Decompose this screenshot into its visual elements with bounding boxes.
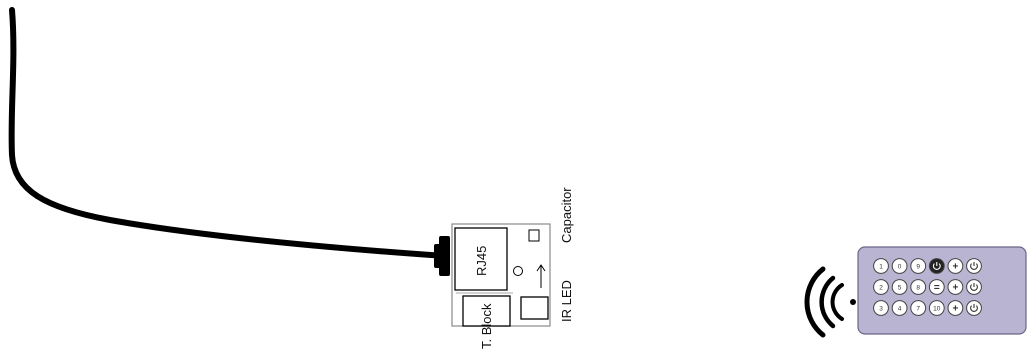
rj45-plug (434, 236, 450, 276)
remote-button-label: 10 (933, 305, 941, 312)
power-button-icon[interactable] (966, 300, 982, 316)
remote-button-label: 0 (898, 263, 902, 270)
number-button-icon[interactable]: 9 (910, 258, 927, 274)
capacitor-label: Capacitor (559, 187, 574, 243)
power-button-dark-icon[interactable] (928, 258, 945, 274)
plus-button-icon[interactable]: + (947, 300, 964, 316)
number-button-icon[interactable]: 7 (910, 300, 927, 316)
number-button-icon[interactable]: 4 (891, 300, 908, 316)
ir-led-component (520, 296, 549, 320)
remote-button-label: 3 (879, 305, 883, 312)
number-button-icon[interactable]: 10 (928, 300, 945, 316)
number-button-icon[interactable]: 5 (891, 279, 908, 295)
rj45-label: RJ45 (474, 246, 489, 276)
terminal-block (462, 295, 511, 327)
remote-button-label: 2 (879, 284, 883, 291)
number-button-icon[interactable]: 2 (873, 279, 889, 295)
remote-button-label: + (952, 282, 958, 293)
number-button-icon[interactable]: 0 (891, 258, 908, 274)
remote-button-label: 5 (898, 284, 902, 291)
direction-arrow-icon (536, 264, 546, 288)
number-button-icon[interactable]: 1 (873, 258, 889, 274)
ir-led-label: IR LED (559, 280, 574, 322)
number-button-icon[interactable]: 3 (873, 300, 889, 316)
rj45-jack (454, 227, 508, 291)
remote-button-label: 9 (916, 263, 920, 270)
remote-button-label: 4 (898, 305, 902, 312)
equals-button-icon[interactable]: = (928, 279, 945, 295)
remote-button-label: + (952, 261, 958, 272)
capacitor-component (528, 229, 540, 242)
plus-button-icon[interactable]: + (947, 279, 964, 295)
ir-signal-waves-icon (804, 266, 856, 338)
remote-button-label: 7 (916, 305, 920, 312)
power-button-icon[interactable] (966, 279, 982, 295)
number-button-icon[interactable]: 8 (910, 279, 927, 295)
remote-button-label: 8 (916, 284, 920, 291)
remote-button-label: + (952, 303, 958, 314)
cable (8, 7, 448, 259)
remote-button-label: 1 (879, 263, 883, 270)
receiver-board (451, 223, 551, 327)
remote-button-label: = (934, 282, 940, 293)
mounting-hole (513, 266, 523, 276)
plus-button-icon[interactable]: + (947, 258, 964, 274)
t-block-label: T. Block (479, 303, 494, 349)
power-button-icon[interactable] (966, 258, 982, 274)
